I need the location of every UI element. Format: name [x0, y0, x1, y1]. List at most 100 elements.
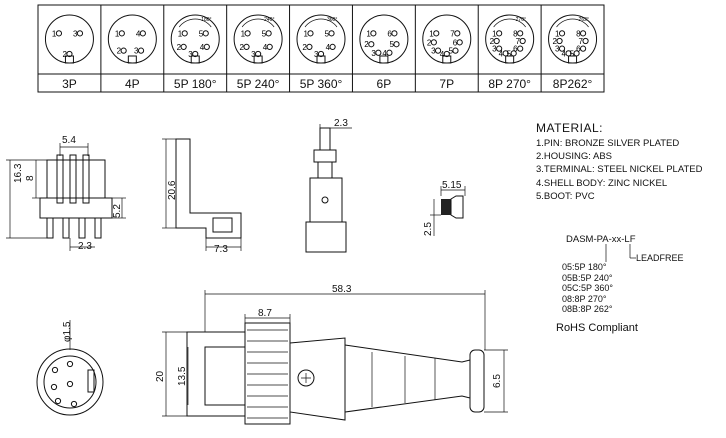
option-item: 08:8P 270°: [562, 293, 607, 304]
pin-angle-arc: [241, 18, 275, 28]
pin-number: 2: [364, 40, 369, 49]
pin-layout-label: 4P: [125, 77, 140, 91]
pin-hole: [307, 30, 314, 37]
pin-number: 2: [62, 50, 67, 59]
connector-front-face: φ1.5: [36, 320, 104, 416]
pin-hole: [66, 50, 73, 58]
pin-number: 4: [263, 43, 268, 52]
material-item: 5.BOOT: PVC: [536, 190, 595, 202]
dim-pin-length: 8: [25, 175, 36, 181]
dim-boot-height: 2.5: [423, 222, 434, 236]
pin-hole: [120, 47, 127, 54]
pin-number: 4: [382, 49, 387, 58]
pin-angle-label: 240°: [264, 17, 274, 23]
pin-number: 6: [576, 45, 581, 54]
pin-angle-arc: [178, 18, 212, 28]
pin-hole: [582, 37, 589, 45]
pin-hole: [317, 50, 325, 58]
pin-layout-label: 8P 270°: [488, 77, 531, 91]
pin-number: 3: [314, 50, 319, 59]
pin-layout-label: 8P262°: [553, 77, 593, 91]
connector-key-notch: [505, 55, 515, 64]
pin-hole: [565, 50, 572, 57]
pin-number: 2: [117, 47, 122, 56]
connector-key-notch: [316, 55, 326, 64]
pin-number: 1: [429, 29, 434, 38]
option-item: 08B:8P 262°: [562, 304, 613, 315]
pin-hole: [433, 30, 440, 37]
pin-number: 2: [490, 37, 495, 46]
dim-terminal-tab: 2.3: [334, 118, 348, 129]
pin-number: 4: [499, 49, 504, 58]
pin-hole: [456, 39, 463, 46]
pin-hole: [556, 37, 563, 45]
pin-number: 3: [251, 50, 256, 59]
material-item: 3.TERMINAL: STEEL NICKEL PLATED: [536, 164, 703, 176]
pin-number: 7: [450, 29, 455, 38]
pin-hole: [386, 49, 393, 56]
pin-number: 1: [303, 29, 308, 38]
pin-number: 4: [200, 43, 205, 52]
dim-shell-length: 8.7: [258, 308, 272, 319]
pin-number: 3: [371, 49, 376, 58]
pin-hole: [452, 47, 459, 54]
contact-terminal-front-view: 2.3: [305, 118, 352, 253]
pin-number: 3: [134, 47, 139, 56]
pin-hole: [496, 45, 503, 52]
pin-hole: [375, 49, 382, 56]
pin-angle-label: 270°: [516, 17, 526, 23]
pin-angle-label: 360°: [327, 17, 337, 23]
pin-hole: [519, 37, 526, 45]
connector-key-notch: [127, 55, 137, 64]
pin-layout-label: 6P: [377, 77, 392, 91]
pin-number: 5: [199, 29, 204, 38]
part-number-options: 05:5P 180° 05B:5P 240° 05C:5P 360° 08:8P…: [562, 262, 613, 315]
pin-hole: [579, 30, 587, 37]
pin-number: 3: [73, 29, 78, 38]
pin-number: 1: [555, 29, 560, 38]
pin-angle-arc: [304, 18, 338, 28]
pin-hole: [329, 43, 336, 51]
pin-hole: [454, 30, 461, 37]
pin-number: 5: [448, 47, 453, 56]
pin-hole: [573, 50, 580, 57]
pin-hole: [517, 30, 524, 37]
pin-number: 5: [262, 29, 267, 38]
pin-number: 7: [516, 37, 521, 46]
pin-angle-label: 262°: [579, 17, 589, 23]
pin-number: 2: [177, 43, 182, 52]
pin-hole: [180, 43, 187, 51]
pin-hole: [496, 30, 503, 37]
pin-number: 1: [366, 29, 371, 38]
part-number-code: DASM-PA-xx-LF: [566, 234, 636, 245]
pin-number: 6: [453, 38, 458, 47]
pin-number: 6: [387, 29, 392, 38]
pin-hole: [118, 30, 125, 37]
boot-detail: 5.15 2.5: [423, 180, 466, 236]
pin-number: 8: [513, 29, 518, 38]
connector-key-notch: [190, 55, 200, 64]
pin-number: 4: [562, 49, 567, 58]
pin-hole: [558, 45, 566, 52]
pin-number: 7: [579, 37, 584, 46]
table-border: [37, 4, 605, 93]
pin-hole: [391, 30, 398, 37]
pin-hole: [510, 50, 517, 57]
pin-hole: [244, 30, 251, 37]
pin-hole: [76, 30, 84, 37]
pin-hole: [502, 50, 509, 57]
pin-number: 1: [52, 29, 57, 38]
pin-hole: [137, 47, 145, 54]
pin-hole: [306, 43, 313, 51]
pin-number: 6: [513, 45, 518, 54]
connector-key-notch: [379, 55, 389, 64]
pin-layout-label: 5P 180°: [174, 77, 217, 91]
pin-angle-arc: [556, 18, 589, 28]
